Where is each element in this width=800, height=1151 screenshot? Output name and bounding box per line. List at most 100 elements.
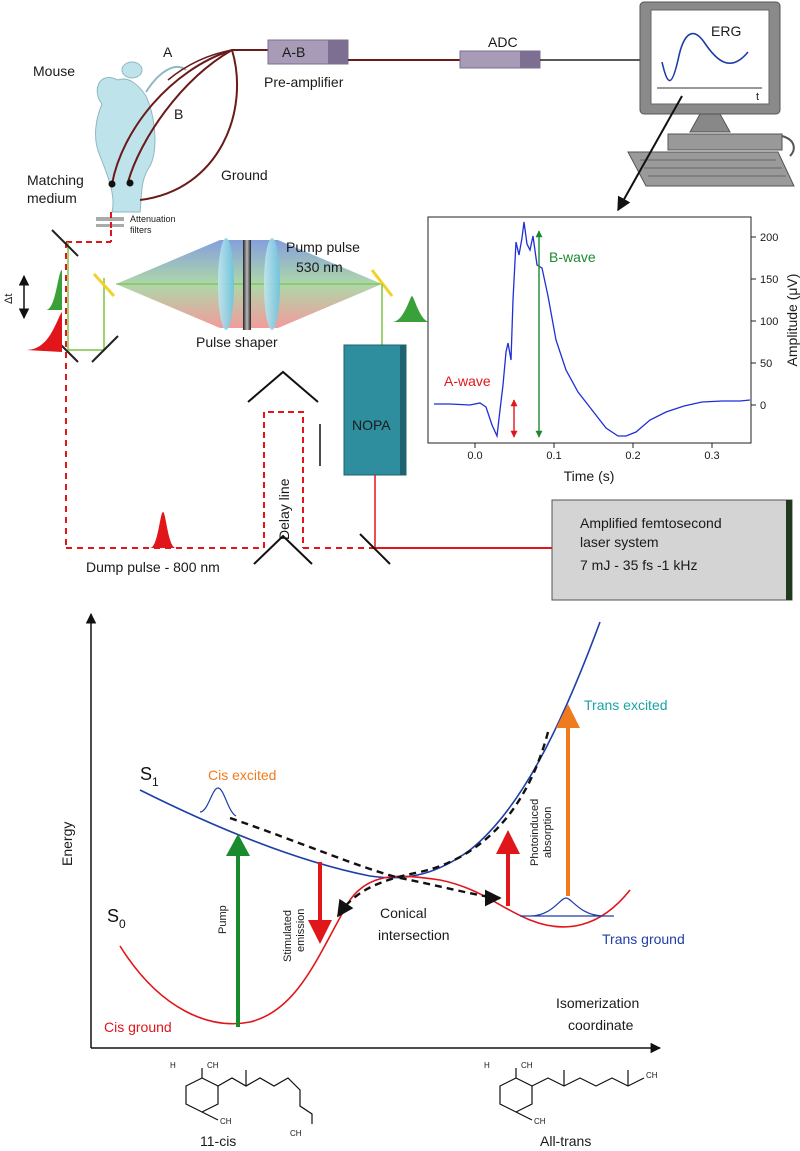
photo-label-2: absorption xyxy=(542,807,554,858)
ch2oh-label-right: CH xyxy=(646,1071,658,1080)
pump-arrow-head xyxy=(226,834,250,856)
mouse-ear xyxy=(121,61,143,79)
dump-pulse-shape xyxy=(150,512,176,548)
wire-electrode-b xyxy=(127,49,233,183)
stimulated-label-2: emission xyxy=(295,909,307,952)
laser-label-1: Amplified femtosecond xyxy=(580,515,722,531)
laser-system-side xyxy=(786,500,792,600)
reaction-path-back xyxy=(341,731,550,911)
monitor-erg-trace xyxy=(661,32,749,82)
wire-ground xyxy=(139,49,239,201)
s1-subscript: 1 xyxy=(152,775,159,789)
trans-excited-label: Trans excited xyxy=(584,697,668,713)
molecule-all-trans xyxy=(499,1068,645,1121)
coordinate-axis-label-2: coordinate xyxy=(568,1017,634,1033)
attenuation-label-2: filters xyxy=(130,225,152,235)
trans-ground-label: Trans ground xyxy=(602,931,685,947)
matching-medium-label-2: medium xyxy=(27,190,77,206)
trans-excited-arrow-head xyxy=(556,704,580,728)
pump-pulse-label-2: 530 nm xyxy=(296,259,343,275)
molecule-right-name: All-trans xyxy=(540,1133,591,1149)
s0-subscript: 0 xyxy=(119,917,126,931)
energy-axis-label: Energy xyxy=(59,822,75,866)
mirror-top-left xyxy=(51,229,79,257)
conical-label-2: intersection xyxy=(378,927,450,943)
electrode-a-dot xyxy=(108,180,116,188)
b-wave-label: B-wave xyxy=(549,249,596,265)
electrode-a-label: A xyxy=(163,44,173,60)
mouse-setup: Mouse A B Ground Matching medium Attenua… xyxy=(27,44,268,235)
mouse-label: Mouse xyxy=(33,63,75,79)
s0-potential-curve xyxy=(119,875,631,1025)
cis-excited-wavepacket xyxy=(199,787,237,817)
monitor-axis-label: t xyxy=(756,91,759,103)
matching-medium-label-1: Matching xyxy=(27,172,84,188)
nopa-box-side xyxy=(400,345,406,475)
preamp-box-end xyxy=(328,40,348,64)
mouse-cable xyxy=(781,135,795,157)
ch3-label-left-bottom: CH xyxy=(220,1117,232,1126)
retinal-ring-left xyxy=(185,1077,219,1113)
delay-beam-path xyxy=(263,411,304,548)
x-tick-label-2: 0.2 xyxy=(625,450,640,462)
coordinate-axis-label-1: Isomerization xyxy=(556,995,639,1011)
y-axis-label: Amplitude (μV) xyxy=(784,274,800,367)
photoinduced-absorption-arrow-head xyxy=(496,830,520,854)
laser-label-2: laser system xyxy=(580,534,659,550)
y-tick-label-3: 150 xyxy=(760,274,778,286)
delay-retro-top xyxy=(247,370,319,403)
conical-label-1: Conical xyxy=(380,905,427,921)
nopa-label: NOPA xyxy=(352,417,391,433)
y-tick-label-2: 100 xyxy=(760,316,778,328)
ch3-label-right-bottom: CH xyxy=(534,1117,546,1126)
cis-excited-label: Cis excited xyxy=(208,767,276,783)
arrow-to-erg-plot xyxy=(617,95,683,212)
s1-label: S xyxy=(140,764,152,784)
green-pulse-left xyxy=(46,270,62,310)
dump-pulse-label: Dump pulse - 800 nm xyxy=(86,559,220,575)
delay-line-label: Delay line xyxy=(276,478,292,540)
attenuation-label-1: Attenuation xyxy=(130,214,176,224)
wire-a-tail xyxy=(167,49,233,81)
erg-plot-frame xyxy=(427,216,752,444)
pump-label: Pump xyxy=(217,905,229,934)
beamsplitter xyxy=(359,533,391,565)
preamp-label: Pre-amplifier xyxy=(264,74,344,90)
h3c-label-right: H xyxy=(484,1061,490,1070)
photo-label-1: Photoinduced xyxy=(529,799,541,866)
ch3-label-right-top: CH xyxy=(521,1061,533,1070)
molecule-left-name: 11-cis xyxy=(200,1133,236,1149)
a-wave-label: A-wave xyxy=(444,373,491,389)
keyboard-keys xyxy=(640,159,786,177)
attenuation-filter-1 xyxy=(96,217,124,221)
adc-label: ADC xyxy=(488,34,518,50)
s0-label: S xyxy=(107,906,119,926)
monitor-screen xyxy=(650,9,770,105)
lens-left xyxy=(218,238,234,330)
preamp-box-label: A-B xyxy=(282,44,305,60)
monitor-stand xyxy=(689,113,731,133)
pump-pulse-label-1: Pump pulse xyxy=(286,239,360,255)
pulse-shaper-label: Pulse shaper xyxy=(196,334,278,350)
ground-label: Ground xyxy=(221,167,268,183)
adc-box-end xyxy=(520,51,540,68)
laser-label-3: 7 mJ - 35 fs -1 kHz xyxy=(580,557,697,573)
spectral-mask xyxy=(243,240,251,330)
electrode-b-label: B xyxy=(174,106,183,122)
stimulated-emission-arrow-head xyxy=(308,920,332,944)
optical-setup: Δt Pump pulse 530 nm Pulse shaper NOPA D… xyxy=(3,212,793,601)
trans-ground-wavepacket xyxy=(520,897,614,917)
monitor-erg-label: ERG xyxy=(711,23,741,39)
ring-methyl-bottom-left xyxy=(201,1111,219,1121)
x-tick-label-3: 0.3 xyxy=(704,450,719,462)
grating-left xyxy=(92,272,116,298)
energy-diagram: Energy Isomerization coordinate Pump Sti… xyxy=(59,612,685,1054)
electrode-b-dot xyxy=(126,179,134,187)
lens-right xyxy=(264,238,280,330)
red-pulse-left xyxy=(26,312,62,352)
polyene-chain-cis xyxy=(217,1077,313,1124)
nopa-box xyxy=(343,344,407,476)
x-tick-label-0: 0.0 xyxy=(467,450,482,462)
green-pulse-right xyxy=(392,296,430,322)
